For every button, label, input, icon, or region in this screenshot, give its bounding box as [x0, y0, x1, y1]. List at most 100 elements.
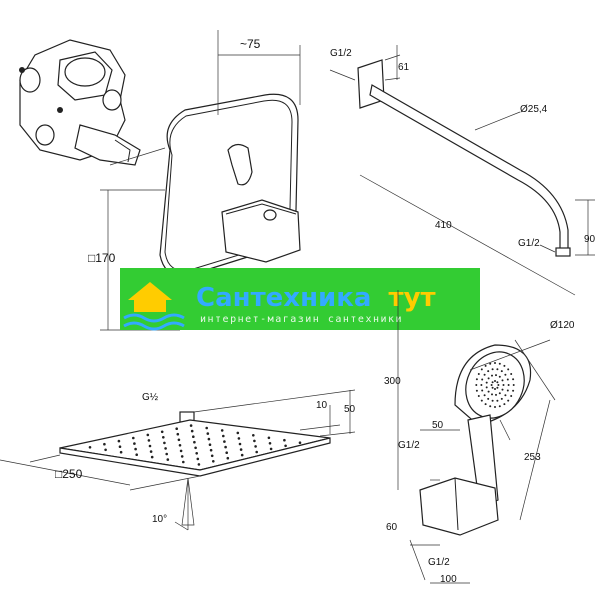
hand-nozzle-dot: [489, 362, 492, 365]
hand-nozzle-dot: [503, 403, 506, 406]
holder-width-label: 50: [432, 420, 444, 431]
hand-nozzle-dot: [475, 378, 478, 381]
hand-nozzle-dot: [512, 389, 515, 392]
nozzle-dot: [238, 442, 242, 446]
hand-nozzle-dot: [502, 384, 505, 386]
nozzle-dot: [208, 443, 212, 447]
nozzle-dot: [163, 441, 166, 445]
depth-label: ~75: [240, 37, 261, 51]
nozzle-dot: [149, 450, 153, 453]
brand-name-part-2: тут: [389, 283, 436, 313]
nozzle-dot: [160, 430, 164, 434]
nozzle-dot: [147, 439, 151, 442]
nozzle-dot: [189, 424, 193, 427]
hand-nozzle-dot: [498, 375, 501, 378]
nozzle-dot: [134, 447, 137, 451]
nozzle-dot: [268, 442, 272, 445]
hand-nozzle-dot: [504, 373, 507, 376]
nozzle-dot: [182, 460, 185, 464]
nozzle-dot: [117, 439, 121, 443]
hand-nozzle-grid: [475, 362, 515, 408]
hand-diameter-label: Ø120: [550, 320, 575, 331]
hand-nozzle-dot: [496, 381, 499, 384]
waves-icon: [123, 313, 185, 331]
hand-nozzle-dot: [494, 406, 496, 408]
nozzle-dot: [210, 454, 214, 458]
nozzle-dot: [193, 440, 196, 444]
nozzle-dot: [132, 436, 135, 440]
hose-height-label: 300: [384, 376, 401, 387]
panel-size-label: □170: [88, 251, 116, 265]
nozzle-dot: [166, 458, 170, 461]
shower-head-drawing: G½ 10 50 □250 10°: [0, 389, 356, 531]
hand-nozzle-dot: [484, 364, 487, 367]
svg-text:Сантехника тут: Сантехника тут: [196, 283, 436, 313]
banner-background: [120, 268, 480, 330]
arm-tube-label: Ø25,4: [520, 104, 548, 115]
arm-drop-label: 90: [584, 234, 596, 245]
hand-nozzle-dot: [497, 384, 500, 386]
holder-thread-bottom-label: G1/2: [428, 557, 450, 568]
hand-length-label: 253: [524, 452, 541, 463]
nozzle-dot: [237, 437, 241, 440]
nozzle-dot: [206, 432, 210, 435]
nozzle-dot: [178, 444, 182, 447]
hand-nozzle-dot: [507, 384, 510, 386]
nozzle-dot: [195, 452, 198, 455]
nozzle-dot: [240, 453, 244, 457]
nozzle-dot: [283, 438, 286, 442]
hand-nozzle-dot: [506, 378, 509, 381]
nozzle-dot: [177, 438, 181, 442]
nozzle-dot: [239, 448, 243, 451]
nozzle-dot: [222, 434, 225, 438]
nozzle-dot: [207, 437, 211, 441]
hand-nozzle-dot: [498, 392, 501, 395]
hand-nozzle-dot: [480, 399, 483, 402]
hand-nozzle-dot: [487, 370, 490, 373]
hand-nozzle-dot: [500, 397, 503, 400]
hand-nozzle-dot: [498, 405, 501, 408]
head-thread-label: G½: [142, 392, 159, 403]
hand-nozzle-dot: [500, 370, 503, 373]
nozzle-dot: [197, 463, 201, 466]
nozzle-dot: [176, 432, 180, 436]
hand-nozzle-dot: [487, 377, 490, 380]
hand-nozzle-dot: [496, 368, 499, 371]
nozzle-dot: [133, 442, 136, 445]
nozzle-dot: [165, 452, 168, 456]
hand-nozzle-dot: [491, 374, 493, 377]
hand-nozzle-dot: [495, 374, 497, 377]
hand-nozzle-dot: [494, 380, 496, 382]
nozzle-dot: [205, 426, 208, 430]
arm-flange-label: 61: [398, 62, 410, 73]
nozzle-dot: [179, 449, 183, 453]
hand-nozzle-dot: [507, 368, 510, 371]
hand-nozzle-dot: [491, 368, 494, 371]
nozzle-dot: [150, 455, 154, 459]
nozzle-dot: [255, 450, 258, 454]
nozzle-dot: [103, 442, 106, 446]
nozzle-dot: [225, 451, 228, 455]
arm-outlet-label: G1/2: [518, 238, 540, 249]
nozzle-dot: [148, 444, 152, 448]
arm-thread-label: G1/2: [330, 48, 352, 59]
nozzle-grid: [88, 424, 302, 466]
nozzle-dot: [135, 453, 138, 457]
hand-nozzle-dot: [504, 394, 507, 397]
nozzle-dot: [196, 457, 200, 461]
hand-nozzle-dot: [496, 399, 499, 402]
head-size-label: □250: [55, 467, 83, 481]
nozzle-dot: [209, 448, 213, 452]
hand-nozzle-dot: [489, 405, 492, 408]
nozzle-dot: [269, 447, 273, 451]
nozzle-dot: [212, 460, 215, 463]
head-height-label: 50: [344, 404, 356, 415]
hand-nozzle-dot: [475, 389, 478, 392]
hand-nozzle-dot: [491, 399, 494, 402]
hand-nozzle-dot: [483, 394, 486, 397]
head-thickness-label: 10: [316, 400, 328, 411]
nozzle-dot: [253, 439, 256, 443]
hand-nozzle-dot: [477, 373, 480, 375]
hand-nozzle-dot: [498, 362, 501, 365]
